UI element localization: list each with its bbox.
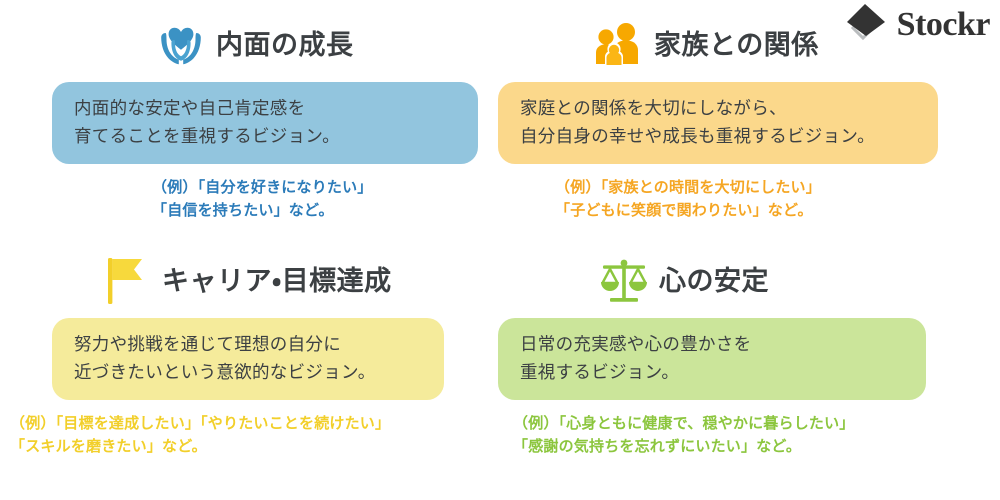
example-line: （例）「自分を好きになりたい」 (152, 178, 373, 196)
section-title: キャリア・目標達成 (162, 265, 392, 296)
stockr-logo: Stockr (839, 2, 991, 48)
section-description: 日常の充実感や心の豊かさを 重視するビジョン。 (498, 318, 926, 400)
flag-icon (98, 252, 156, 310)
logo-wordmark: Stockr (896, 6, 991, 43)
example-line: 「スキルを磨きたい」など。 (10, 437, 207, 455)
example-line: 「自信を持ちたい」など。 (152, 201, 334, 219)
description-line: 近づきたいという意欲的なビジョン。 (74, 362, 376, 383)
section-description: 努力や挑戦を通じて理想の自分に 近づきたいという意欲的なビジョン。 (52, 318, 444, 400)
section-career-goals: キャリア・目標達成 努力や挑戦を通じて理想の自分に 近づきたいという意欲的なビジ… (0, 250, 500, 495)
description-line: 重視するビジョン。 (520, 362, 680, 383)
section-heading: 内面の成長 (152, 14, 500, 76)
section-examples: （例）「心身ともに健康で、穏やかに暮らしたい」 「感謝の気持ちを忘れずにいたい」… (513, 412, 1000, 459)
example-line: 「感謝の気持ちを忘れずにいたい」など。 (513, 437, 802, 455)
balance-scales-icon (595, 252, 653, 310)
heart-in-hands-icon (152, 16, 210, 74)
description-line: 自分自身の幸せや成長も重視するビジョン。 (520, 126, 875, 147)
section-title: 内面の成長 (216, 29, 354, 60)
section-title: 家族との関係 (654, 29, 819, 60)
section-description: 内面的な安定や自己肯定感を 育てることを重視するビジョン。 (52, 82, 478, 164)
section-peace-of-mind: 心の安定 日常の充実感や心の豊かさを 重視するビジョン。 （例）「心身ともに健康… (490, 250, 1000, 495)
section-examples: （例）「自分を好きになりたい」 「自信を持ちたい」など。 (152, 176, 500, 223)
section-examples: （例）「目標を達成したい」「やりたいことを続けたい」 「スキルを磨きたい」など。 (10, 412, 500, 459)
section-inner-growth: 内面の成長 内面的な安定や自己肯定感を 育てることを重視するビジョン。 （例）「… (0, 14, 500, 250)
section-heading: キャリア・目標達成 (98, 250, 500, 312)
example-line: （例）「心身ともに健康で、穏やかに暮らしたい」 (513, 414, 855, 432)
section-family-relations: 家族との関係 家庭との関係を大切にしながら、 自分自身の幸せや成長も重視するビジ… (490, 14, 1000, 250)
section-title: 心の安定 (659, 265, 769, 296)
section-heading: 家族との関係 (590, 14, 1000, 76)
example-line: （例）「目標を達成したい」「やりたいことを続けたい」 (10, 414, 391, 432)
description-line: 日常の充実感や心の豊かさを (520, 334, 752, 354)
description-line: 内面的な安定や自己肯定感を (74, 98, 306, 118)
section-examples: （例）「家族との時間を大切にしたい」 「子どもに笑顔で関わりたい」など。 (555, 176, 1000, 223)
description-line: 育てることを重視するビジョン。 (74, 126, 340, 147)
family-icon (590, 16, 648, 74)
diamond-logo-icon (839, 2, 891, 48)
description-line: 家庭との関係を大切にしながら、 (520, 98, 787, 118)
example-line: （例）「家族との時間を大切にしたい」 (555, 178, 821, 196)
description-line: 努力や挑戦を通じて理想の自分に (74, 334, 341, 354)
example-line: 「子どもに笑顔で関わりたい」など。 (555, 201, 813, 219)
section-heading: 心の安定 (595, 250, 1000, 312)
section-description: 家庭との関係を大切にしながら、 自分自身の幸せや成長も重視するビジョン。 (498, 82, 938, 164)
